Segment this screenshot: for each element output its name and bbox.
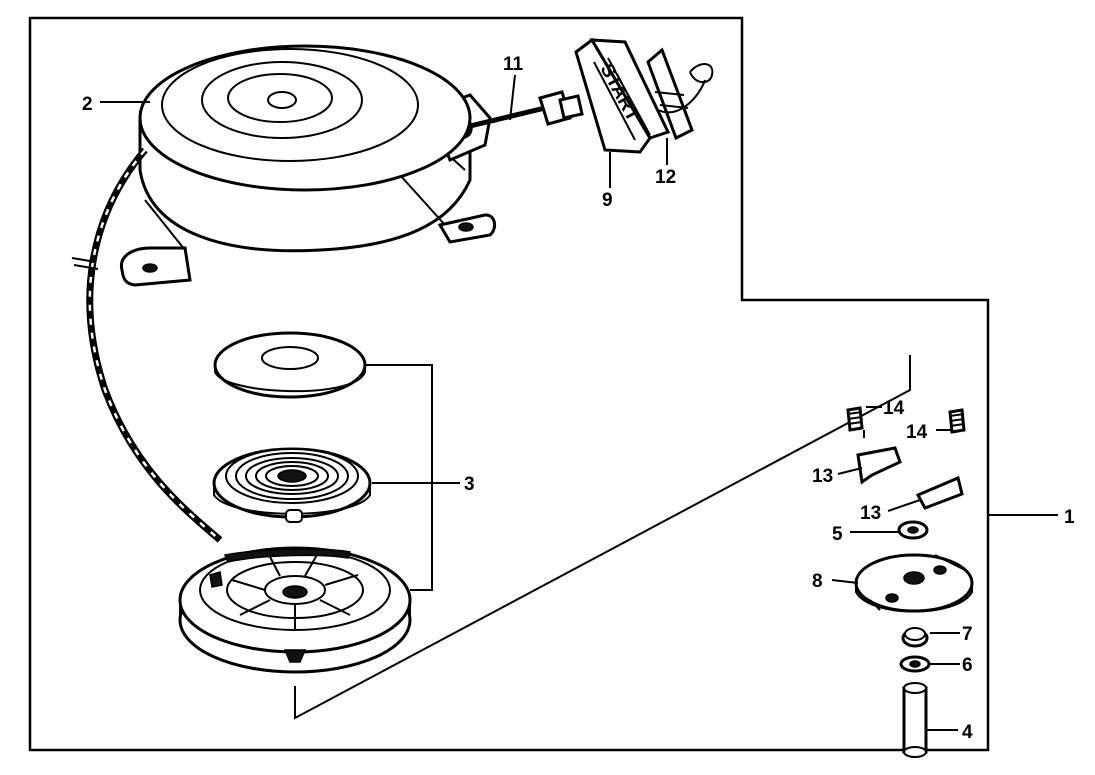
part3-bracket <box>365 364 433 591</box>
leader-lines <box>100 74 1058 731</box>
starter-case <box>119 44 497 287</box>
callout-3: 3 <box>464 474 475 495</box>
parts-frame <box>28 16 990 752</box>
callout-14b: 14 <box>906 422 928 443</box>
callout-4: 4 <box>962 722 973 743</box>
subassembly-bracket <box>294 355 911 720</box>
callout-9: 9 <box>602 190 613 211</box>
ratchet-parts <box>846 406 974 758</box>
callout-7: 7 <box>962 624 973 645</box>
callout-13b: 13 <box>860 503 881 524</box>
callout-1: 1 <box>1064 507 1075 528</box>
spring-assembly <box>178 331 412 674</box>
rope-and-handle: START <box>469 37 714 154</box>
callout-13a: 13 <box>812 466 833 487</box>
callout-12: 12 <box>655 167 676 188</box>
callout-8: 8 <box>812 571 823 592</box>
callout-14a: 14 <box>883 398 905 419</box>
callout-6: 6 <box>962 655 973 676</box>
callout-11: 11 <box>503 54 524 75</box>
callout-5: 5 <box>832 524 843 545</box>
callout-2: 2 <box>82 94 93 115</box>
